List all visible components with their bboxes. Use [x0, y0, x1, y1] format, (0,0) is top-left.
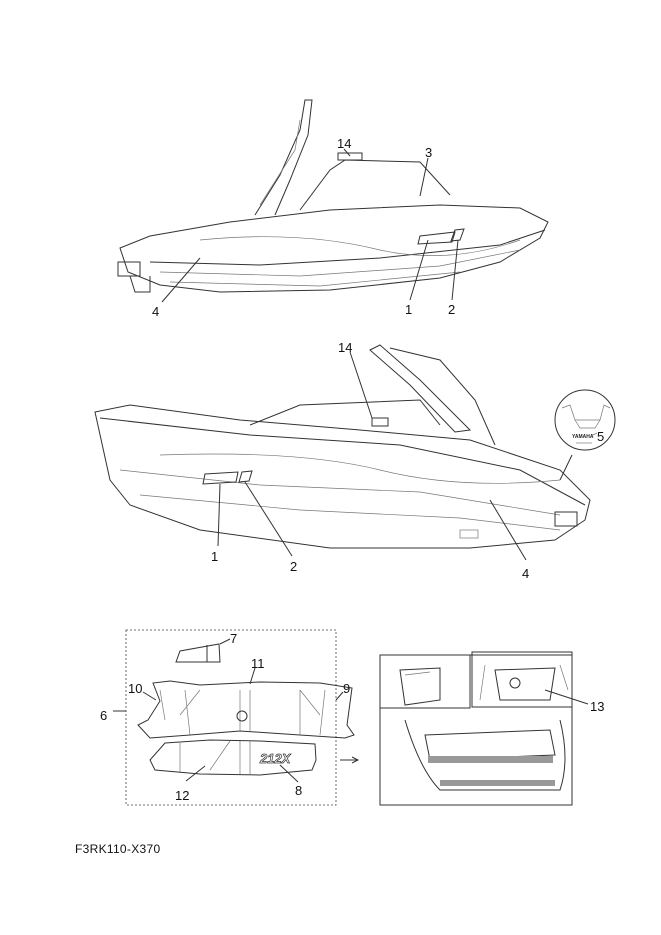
- decal-2-top: [450, 228, 465, 242]
- detail-yamaha-label: YAMAHA: [572, 434, 594, 440]
- diagram-code: F3RK110-X370: [75, 842, 161, 856]
- callout-5: 5: [597, 429, 604, 444]
- callout-2-top: 2: [448, 302, 455, 317]
- callout-12: 12: [175, 788, 189, 803]
- callout-7: 7: [230, 631, 237, 646]
- callout-11: 11: [251, 656, 265, 671]
- callout-8: 8: [295, 783, 302, 798]
- decal-7: [175, 643, 221, 663]
- callout-9: 9: [343, 681, 350, 696]
- decal-1-side: [202, 471, 239, 485]
- callout-4-side: 4: [522, 566, 529, 581]
- interior-view: [379, 651, 589, 806]
- callout-10: 10: [128, 681, 142, 696]
- decal-1-top: [417, 231, 456, 245]
- decal-8-12: [149, 739, 317, 776]
- callout-13: 13: [590, 699, 604, 714]
- callout-3-top: 3: [425, 145, 432, 160]
- callout-1-side: 1: [211, 549, 218, 564]
- callout-6: 6: [100, 708, 107, 723]
- callout-4-top: 4: [152, 304, 159, 319]
- logo-212x: 212X: [259, 751, 292, 766]
- boat-top-view: [117, 99, 549, 303]
- decal-set: 212X: [113, 629, 360, 806]
- callout-14-top: 14: [337, 136, 351, 151]
- callout-1-top: 1: [405, 302, 412, 317]
- decal-2-side: [238, 470, 253, 483]
- detail-circle-5: YAMAHA: [554, 389, 616, 451]
- callout-14-side: 14: [338, 340, 352, 355]
- boat-side-view: YAMAHA: [94, 344, 616, 561]
- callout-2-side: 2: [290, 559, 297, 574]
- decal-9-10-11: [137, 680, 355, 739]
